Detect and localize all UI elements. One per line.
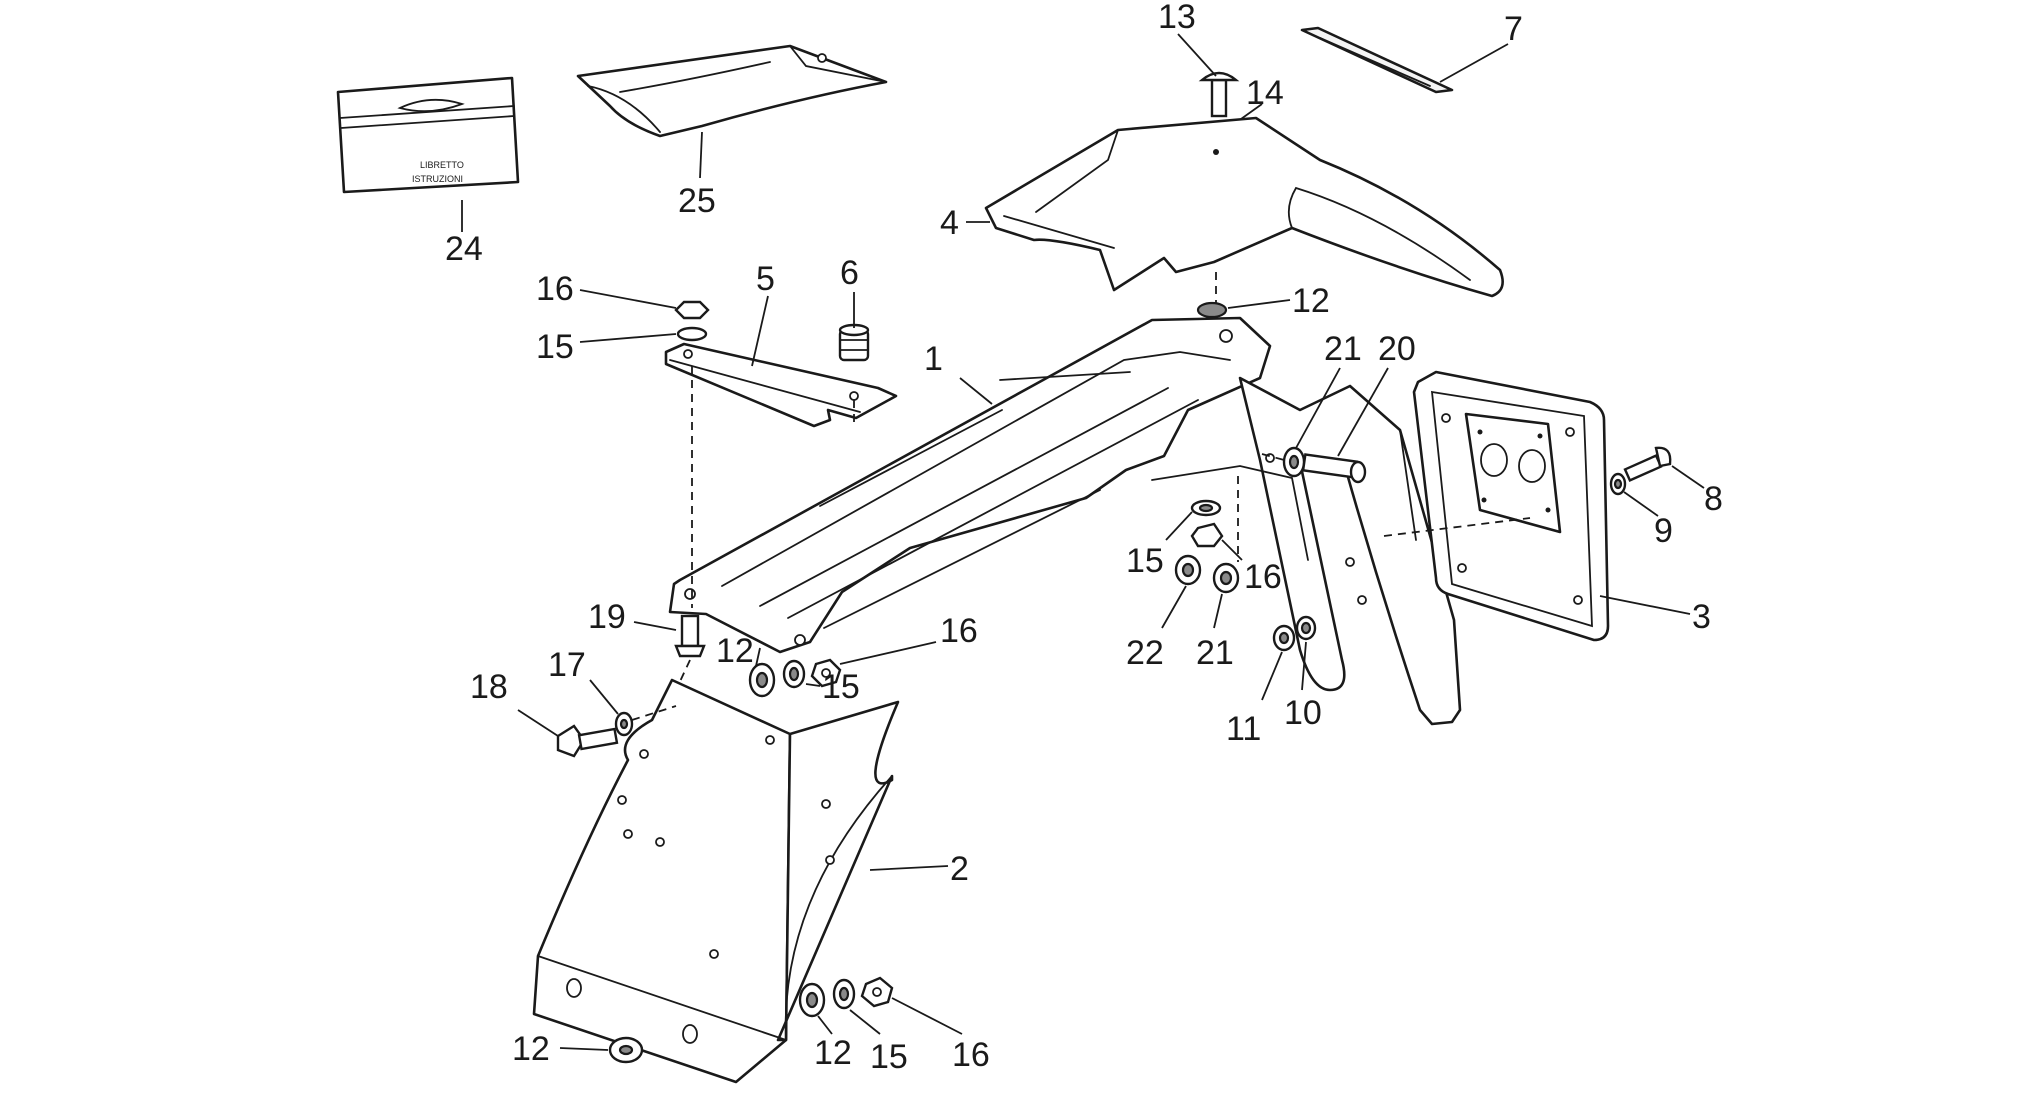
callout-17: 17 xyxy=(548,646,586,684)
part-15-washer xyxy=(676,326,708,342)
callout-16-lower: 16 xyxy=(952,1036,990,1074)
part-8-screw xyxy=(1623,446,1672,482)
part-24-instruction-booklet: LIBRETTO ISTRUZIONI xyxy=(336,76,520,194)
callout-9: 9 xyxy=(1654,512,1673,550)
callout-21-top: 21 xyxy=(1324,330,1362,368)
callout-5: 5 xyxy=(756,260,775,298)
part-3-plate-holder xyxy=(1412,370,1610,642)
callout-7: 7 xyxy=(1504,10,1523,48)
part-7-reflector xyxy=(1300,26,1454,94)
callout-12-lower: 12 xyxy=(814,1034,852,1072)
callout-16-mid: 16 xyxy=(1244,558,1282,596)
part-2-lower-flap xyxy=(532,678,900,1084)
callout-11: 11 xyxy=(1226,710,1261,748)
callout-25: 25 xyxy=(678,182,716,220)
callout-4: 4 xyxy=(940,204,959,242)
booklet-line2: ISTRUZIONI xyxy=(412,174,463,184)
part-25-tool-bag xyxy=(576,44,888,138)
booklet-line1: LIBRETTO xyxy=(420,160,464,170)
part-20-bolt xyxy=(1301,453,1367,484)
callout-21-lower: 21 xyxy=(1196,634,1234,672)
callout-12-top: 12 xyxy=(1292,282,1330,320)
callout-2: 2 xyxy=(950,850,969,888)
part-16-nut xyxy=(674,300,710,320)
part-5-bracket xyxy=(664,342,898,428)
callout-24: 24 xyxy=(445,230,483,268)
part-19-bolt xyxy=(674,614,706,658)
callout-22: 22 xyxy=(1126,634,1164,672)
callout-3: 3 xyxy=(1692,598,1711,636)
callout-6: 6 xyxy=(840,254,859,292)
part-18-bolt xyxy=(556,724,619,758)
callout-15-center: 15 xyxy=(822,668,860,706)
callout-20: 20 xyxy=(1378,330,1416,368)
callout-12-bottom: 12 xyxy=(512,1030,550,1068)
callout-10: 10 xyxy=(1284,694,1322,732)
callout-15-upper: 15 xyxy=(536,328,574,366)
callout-16-upper: 16 xyxy=(536,270,574,308)
callout-1: 1 xyxy=(924,340,943,378)
part-1-rear-frame xyxy=(668,316,1462,726)
callout-16-center: 16 xyxy=(940,612,978,650)
part-13-screw xyxy=(1198,71,1240,118)
callout-14: 14 xyxy=(1246,74,1284,112)
callout-8: 8 xyxy=(1704,480,1723,518)
callout-12-center: 12 xyxy=(716,632,754,670)
part-12-grommet xyxy=(1196,301,1228,319)
callout-13: 13 xyxy=(1158,0,1196,36)
part-4-rear-cover xyxy=(984,116,1504,298)
part-16-nut-mid xyxy=(1190,522,1224,548)
callout-19: 19 xyxy=(588,598,626,636)
part-6-rubber-buffer xyxy=(838,323,870,362)
callout-15-mid: 15 xyxy=(1126,542,1164,580)
callout-15-lower: 15 xyxy=(870,1038,908,1076)
callout-18: 18 xyxy=(470,668,508,706)
